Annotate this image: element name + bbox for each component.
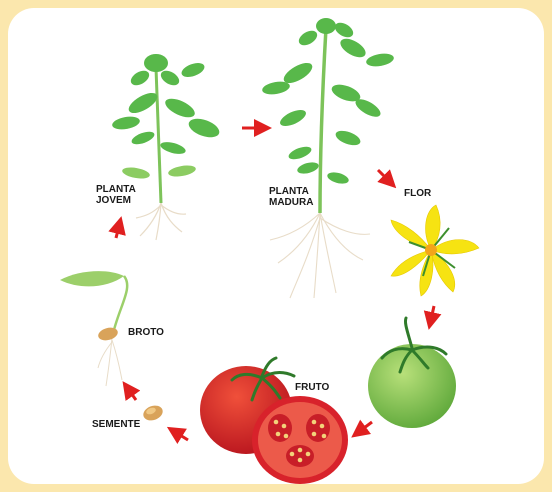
label-flower: FLOR [404, 188, 431, 199]
label-sprout: BROTO [128, 327, 164, 338]
label-young-plant: PLANTA JOVEM [96, 184, 136, 206]
seed-illustration [141, 403, 165, 423]
life-cycle-illustration [8, 8, 544, 484]
sprout-illustration [60, 271, 127, 386]
label-mature-plant: PLANTA MADURA [269, 186, 313, 208]
label-seed: SEMENTE [92, 419, 140, 430]
diagram-panel: PLANTA JOVEM PLANTA MADURA FLOR BROTO FR… [8, 8, 544, 484]
young-plant-illustration [111, 54, 222, 240]
green-tomato-illustration [368, 318, 456, 428]
tomato-slice-illustration [252, 396, 348, 484]
flower-illustration [391, 205, 479, 296]
mature-plant-illustration [261, 18, 395, 298]
label-fruit: FRUTO [295, 382, 329, 393]
